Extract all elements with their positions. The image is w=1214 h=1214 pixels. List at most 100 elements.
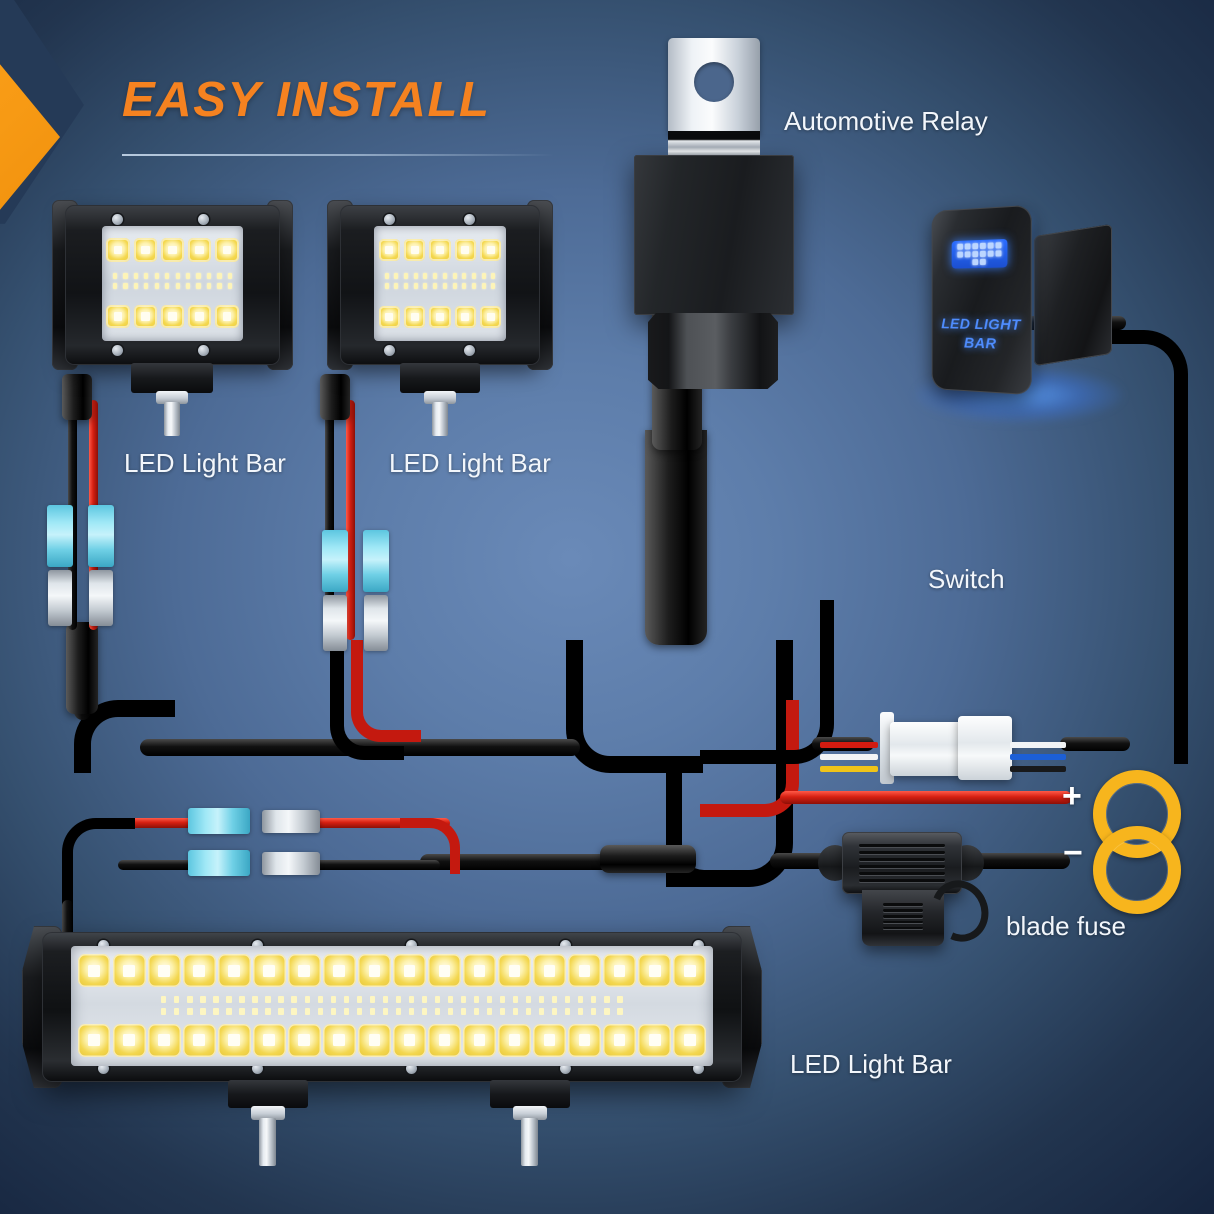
connector-red-pigtail <box>820 742 878 748</box>
light-bar-bracket-left <box>228 1080 308 1108</box>
spade-connector-male[interactable] <box>188 808 250 834</box>
pod-left-boot <box>62 374 92 420</box>
spade-connector-male[interactable] <box>322 530 348 592</box>
barwire-sleeve-right <box>600 845 696 873</box>
connector-blue-pigtail <box>1010 754 1066 760</box>
relay-connector-boot <box>648 313 778 389</box>
bar-red-lead-elbow <box>400 818 460 874</box>
led-pod-right[interactable] <box>327 200 553 370</box>
pod-left-smd-row-1 <box>112 273 232 279</box>
screw-icon <box>198 345 210 356</box>
connector-black-pigtail <box>1010 766 1066 772</box>
light-bar-bolt-head-left <box>251 1106 285 1120</box>
polarity-plus-label: + <box>1062 777 1082 815</box>
positive-wire-run <box>780 791 1072 804</box>
spade-connector-male[interactable] <box>188 850 250 876</box>
bar-red-lead-left <box>118 818 218 828</box>
bar-black-lead-left <box>118 860 218 870</box>
switch-label: Switch <box>928 564 1005 594</box>
fuse-cap-ribs <box>883 903 923 930</box>
pod-right-mount-bracket <box>400 363 480 393</box>
inline-connector-female[interactable] <box>958 716 1012 780</box>
spade-connector-female[interactable] <box>364 595 388 651</box>
light-bar-led-row-bottom <box>77 1021 706 1059</box>
screw-icon <box>252 1063 263 1074</box>
spade-connector-male[interactable] <box>88 505 114 567</box>
switch-rocker-face[interactable]: LED LIGHT BAR <box>931 204 1032 396</box>
switch-text-line-1: LED LIGHT <box>941 315 1021 334</box>
pod-right-lens <box>374 225 506 341</box>
led-light-bar-icon <box>951 238 1008 269</box>
spade-connector-male[interactable] <box>47 505 73 567</box>
light-bar-bolt-right <box>521 1118 538 1166</box>
pod-right-bolt-head <box>424 391 456 404</box>
connector-white-pigtail <box>820 754 878 760</box>
led-pod-left[interactable] <box>52 200 293 370</box>
pod-right-smd-row-2 <box>384 283 496 290</box>
pod-left-lens <box>101 225 244 341</box>
pod-right-black-wire-upper <box>325 400 334 490</box>
bar-red-lead <box>300 818 450 828</box>
spade-connector-female[interactable] <box>262 852 320 875</box>
light-bar-lens <box>71 945 713 1066</box>
page-title: EASY INSTALL <box>122 73 491 127</box>
pod-left-red-wire-upper <box>89 400 98 500</box>
pod-right-elbow-black <box>330 640 404 760</box>
light-bar-bolt-left <box>259 1118 276 1166</box>
pod-left-smd-row-2 <box>112 283 232 290</box>
spade-connector-male[interactable] <box>363 530 389 592</box>
connector-white-pigtail <box>1010 742 1066 748</box>
screw-icon <box>406 1063 417 1074</box>
fuse-cover-cap[interactable] <box>862 890 944 946</box>
screw-icon <box>560 1063 571 1074</box>
pod-right-red-wire <box>346 455 355 640</box>
spade-connector-female[interactable] <box>262 810 320 833</box>
harness-trunk-sleeve <box>645 430 707 645</box>
pod-right-led-row-bottom <box>377 300 504 335</box>
screw-icon <box>112 345 124 356</box>
rocker-switch[interactable]: LED LIGHT BAR <box>914 204 1124 424</box>
screw-icon <box>112 214 124 225</box>
spade-connector-female[interactable] <box>48 570 72 626</box>
led-light-bar[interactable] <box>22 926 762 1088</box>
light-bar-label: LED Light Bar <box>790 1049 952 1079</box>
pod-left-led-row-top <box>104 233 240 268</box>
switch-body-rear <box>1034 223 1112 367</box>
screw-icon <box>384 345 395 356</box>
switch-text-line-2: BAR <box>963 334 997 353</box>
polarity-minus-label: − <box>1063 834 1083 872</box>
light-bar-smd-row-1 <box>161 995 623 1004</box>
screw-icon <box>198 214 210 225</box>
bar-lead-left-elbow <box>62 818 135 939</box>
pod-right-led-row-top <box>377 233 504 268</box>
pod-right-red-wire-upper <box>346 400 355 490</box>
relay-tab-base <box>668 131 760 157</box>
light-bar-smd-row-2 <box>161 1007 623 1016</box>
battery-ring-terminal-negative[interactable] <box>1093 826 1181 914</box>
pod-right-elbow-red <box>351 640 421 742</box>
fuse-body-ribs <box>858 844 946 882</box>
automotive-relay[interactable] <box>634 155 794 315</box>
relay-label: Automotive Relay <box>784 106 988 136</box>
spade-connector-female[interactable] <box>323 595 347 651</box>
pod-left-label: LED Light Bar <box>124 448 286 478</box>
inline-blade-fuse[interactable] <box>842 832 962 894</box>
light-bar-led-row-top <box>77 952 706 990</box>
pod-right-label: LED Light Bar <box>389 448 551 478</box>
inline-connector-male[interactable] <box>890 722 962 776</box>
light-bar-bracket-right <box>490 1080 570 1108</box>
relay-mount-hole <box>694 62 734 102</box>
pod-left-mount-bracket <box>131 363 213 393</box>
title-underline <box>122 154 554 156</box>
connector-yellow-pigtail <box>820 766 878 772</box>
screw-icon <box>384 214 395 225</box>
screw-icon <box>464 345 475 356</box>
screw-icon <box>98 1063 109 1074</box>
pod-left-bolt <box>164 402 180 436</box>
pod-left-led-row-bottom <box>104 300 240 335</box>
spade-connector-female[interactable] <box>89 570 113 626</box>
blade-fuse-label: blade fuse <box>1006 911 1126 941</box>
pod-left-bolt-head <box>156 391 188 404</box>
switch-engraved-text: LED LIGHT BAR <box>932 315 1032 355</box>
